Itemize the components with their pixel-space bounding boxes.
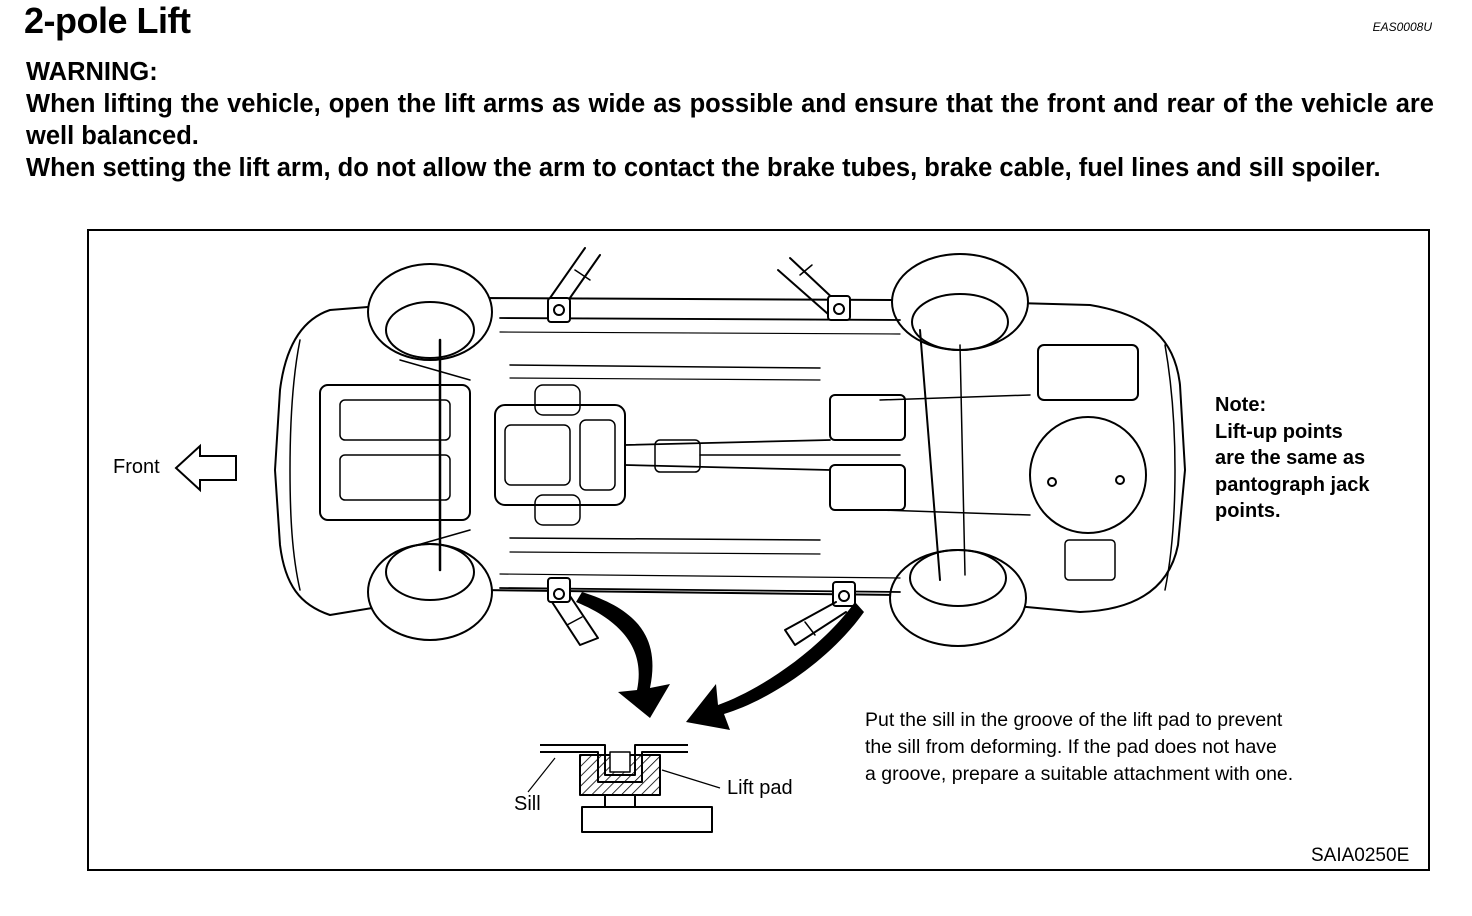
lift-pad-detail [527, 744, 721, 833]
lift-arm-front-left [547, 247, 601, 323]
muffler-right [829, 464, 906, 511]
note-line: pantograph jack [1215, 473, 1370, 496]
lift-arm-front-right [547, 577, 599, 646]
note-line: points. [1215, 500, 1281, 522]
transmission [494, 404, 626, 506]
warning-text-1: When lifting the vehicle, open the lift … [26, 90, 1434, 150]
note-box: Note: Lift-up points are the same as pan… [1215, 392, 1369, 525]
note-line: are the same as [1215, 447, 1366, 469]
note-heading: Note: [1215, 394, 1267, 416]
description-line: a groove, prepare a suitable attachment … [865, 763, 1294, 785]
pointer-arrow-left [576, 592, 670, 718]
document-code: EAS0008U [1372, 20, 1432, 34]
exhaust-pipe [624, 439, 831, 471]
rear-right-wheel [889, 549, 1027, 647]
figure-code: SAIA0250E [1311, 845, 1410, 866]
lift-arm-rear-left [777, 257, 851, 321]
rear-left-wheel [891, 253, 1029, 351]
lift-pad-label: Lift pad [727, 777, 793, 799]
description-line: Put the sill in the groove of the lift p… [865, 709, 1283, 731]
figure-frame [87, 229, 1430, 871]
front-left-wheel [367, 263, 493, 361]
page-title: 2-pole Lift [24, 0, 191, 41]
warning-text-2: When setting the lift arm, do not allow … [26, 154, 1381, 182]
front-right-wheel [367, 543, 493, 641]
lift-arm-rear-right [784, 581, 856, 646]
fuel-tank [1029, 416, 1147, 534]
pointer-arrow-right [686, 602, 864, 730]
description-line: the sill from deforming. If the pad does… [865, 736, 1277, 758]
sill-label: Sill [514, 793, 541, 815]
front-label: Front [113, 456, 160, 478]
vehicle-body-outline [274, 297, 1186, 616]
engine-block [319, 384, 471, 521]
front-arrow-icon [174, 443, 237, 493]
lift-pad-description: Put the sill in the groove of the lift p… [865, 707, 1293, 788]
note-line: Lift-up points [1215, 420, 1343, 443]
muffler-left [829, 394, 906, 441]
warning-label: WARNING: [26, 58, 158, 86]
